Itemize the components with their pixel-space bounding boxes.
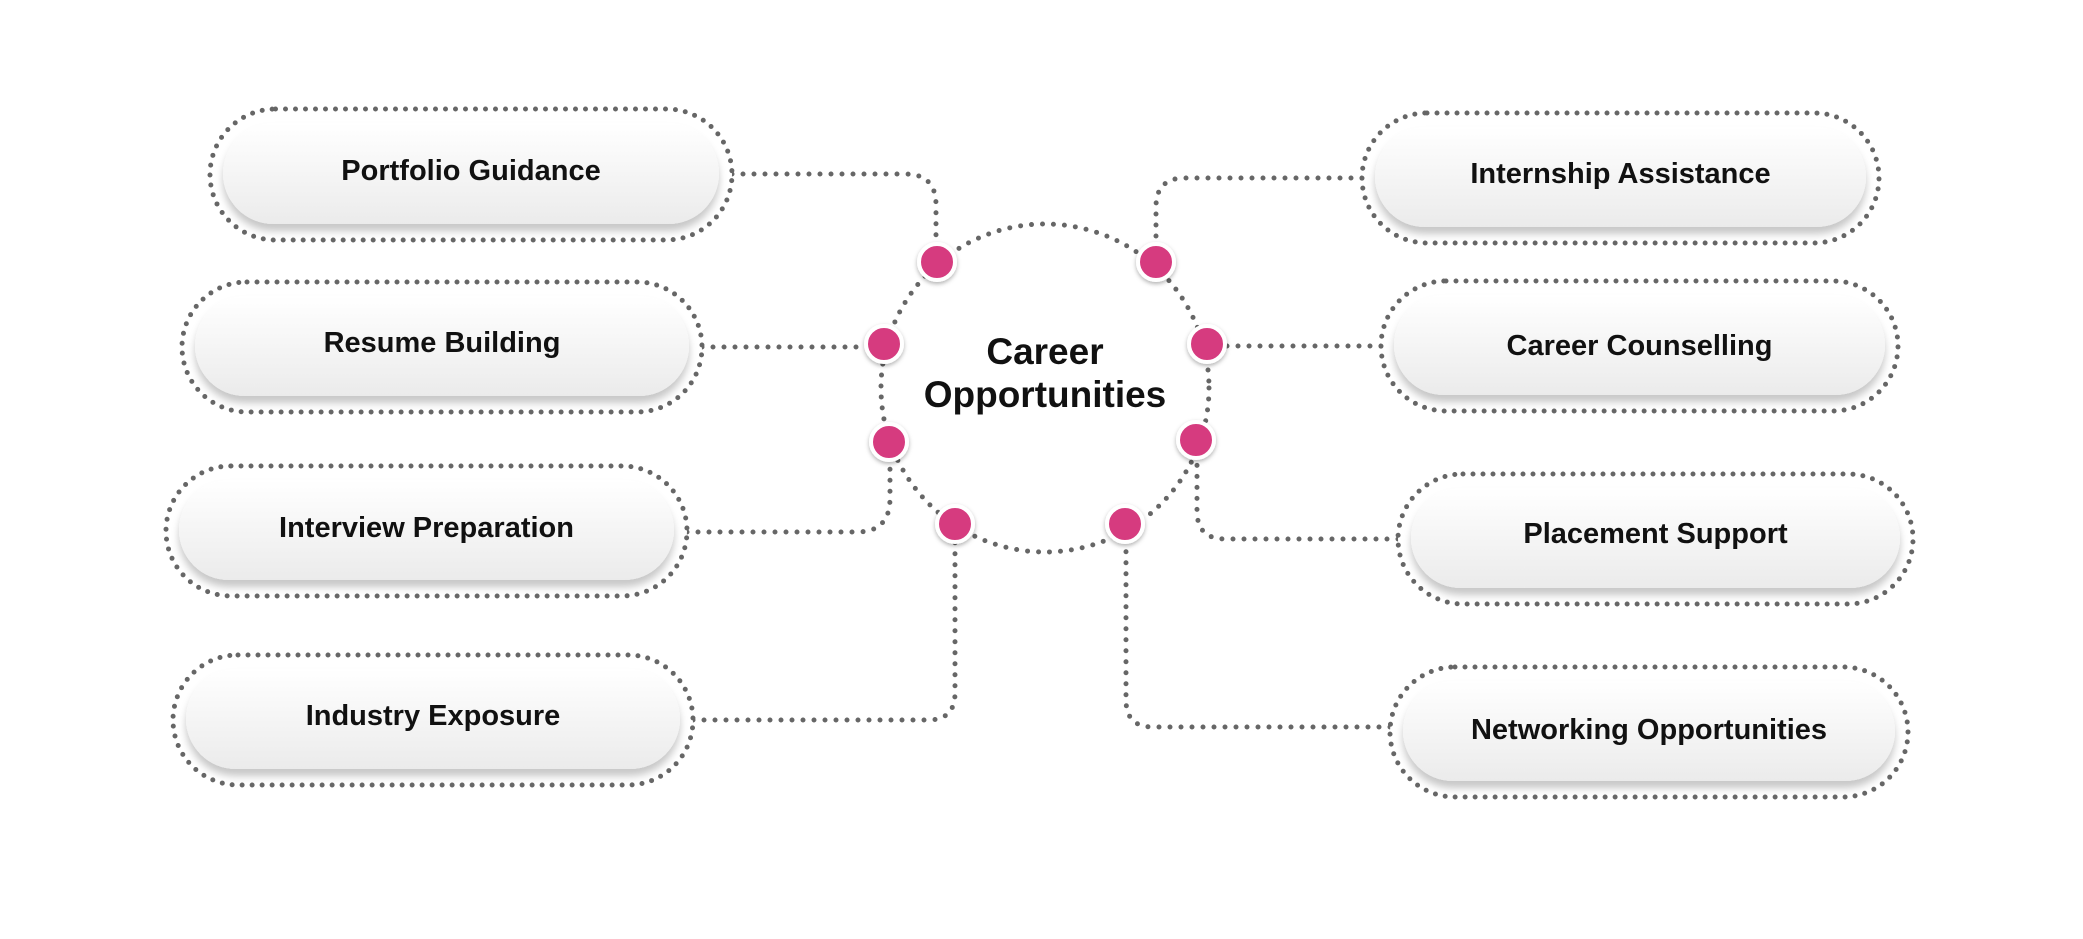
label-interview-preparation: Interview Preparation: [279, 512, 574, 544]
label-networking-opportunities: Networking Opportunities: [1470, 714, 1828, 746]
label-resume-building: Resume Building: [323, 327, 561, 359]
connectors: [684, 171, 1401, 730]
pill-industry-exposure: [170, 652, 696, 788]
label-industry-exposure: Industry Exposure: [305, 700, 561, 732]
connector-networking-opportunities: [1123, 522, 1393, 730]
node-interview-preparation: [869, 422, 909, 462]
node-career-counselling: [1187, 324, 1227, 364]
node-portfolio-guidance: [917, 242, 957, 282]
label-career-counselling: Career Counselling: [1506, 330, 1773, 362]
node-internship-assistance: [1136, 242, 1176, 282]
label-internship-assistance: Internship Assistance: [1470, 158, 1771, 190]
pill-portfolio-guidance: [207, 106, 735, 243]
label-portfolio-guidance: Portfolio Guidance: [341, 155, 601, 187]
connector-industry-exposure: [690, 522, 958, 723]
node-resume-building: [864, 324, 904, 364]
center-title-line2: Opportunities: [923, 374, 1167, 415]
ring-nodes: [864, 242, 1227, 544]
pill-internship-assistance: [1359, 110, 1882, 246]
node-industry-exposure: [935, 504, 975, 544]
pill-resume-building: [179, 279, 705, 415]
pill-career-counselling: [1378, 278, 1901, 414]
connector-interview-preparation: [684, 439, 893, 535]
connector-internship-assistance: [1153, 175, 1365, 265]
center-ring: [878, 221, 1212, 555]
pill-placement-support: [1395, 471, 1916, 607]
node-placement-support: [1176, 420, 1216, 460]
center-title-line1: Career: [986, 331, 1104, 372]
connector-placement-support: [1194, 437, 1401, 542]
connector-portfolio-guidance: [729, 171, 939, 265]
label-placement-support: Placement Support: [1523, 518, 1788, 550]
node-networking-opportunities: [1105, 504, 1145, 544]
pill-interview-preparation: [163, 463, 690, 599]
center-title: Career Opportunities: [895, 330, 1195, 416]
pill-networking-opportunities: [1387, 664, 1911, 800]
